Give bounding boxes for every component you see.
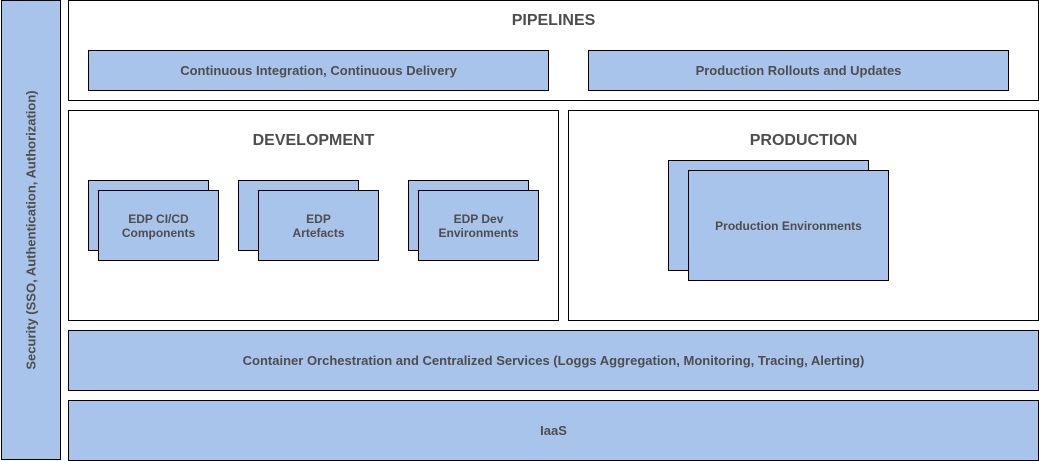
- security-label: Security (SSO, Authentication, Authoriza…: [23, 90, 39, 370]
- edp-artefacts-box: EDP Artefacts: [258, 190, 379, 261]
- production-environments-label: Production Environments: [715, 218, 862, 233]
- production-title: PRODUCTION: [749, 132, 858, 149]
- iaas-bar: IaaS: [68, 400, 1039, 461]
- production-rollouts-box: Production Rollouts and Updates: [588, 50, 1009, 91]
- edp-dev-environments-label: EDP Dev Environments: [438, 211, 519, 240]
- security-bar: Security (SSO, Authentication, Authoriza…: [1, 0, 61, 460]
- iaas-label: IaaS: [540, 423, 567, 438]
- container-orchestration-bar: Container Orchestration and Centralized …: [68, 330, 1039, 391]
- edp-dev-environments-box: EDP Dev Environments: [418, 190, 539, 261]
- edp-cicd-components-label: EDP CI/CD Components: [121, 211, 196, 240]
- container-orchestration-label: Container Orchestration and Centralized …: [242, 353, 865, 368]
- development-title: DEVELOPMENT: [252, 132, 375, 149]
- ci-cd-pipeline-label: Continuous Integration, Continuous Deliv…: [180, 63, 457, 78]
- production-rollouts-label: Production Rollouts and Updates: [695, 63, 902, 78]
- ci-cd-pipeline-box: Continuous Integration, Continuous Deliv…: [88, 50, 549, 91]
- edp-artefacts-label: EDP Artefacts: [292, 211, 345, 240]
- production-environments-box: Production Environments: [688, 170, 889, 281]
- pipelines-title: PIPELINES: [511, 12, 596, 29]
- edp-cicd-components-box: EDP CI/CD Components: [98, 190, 219, 261]
